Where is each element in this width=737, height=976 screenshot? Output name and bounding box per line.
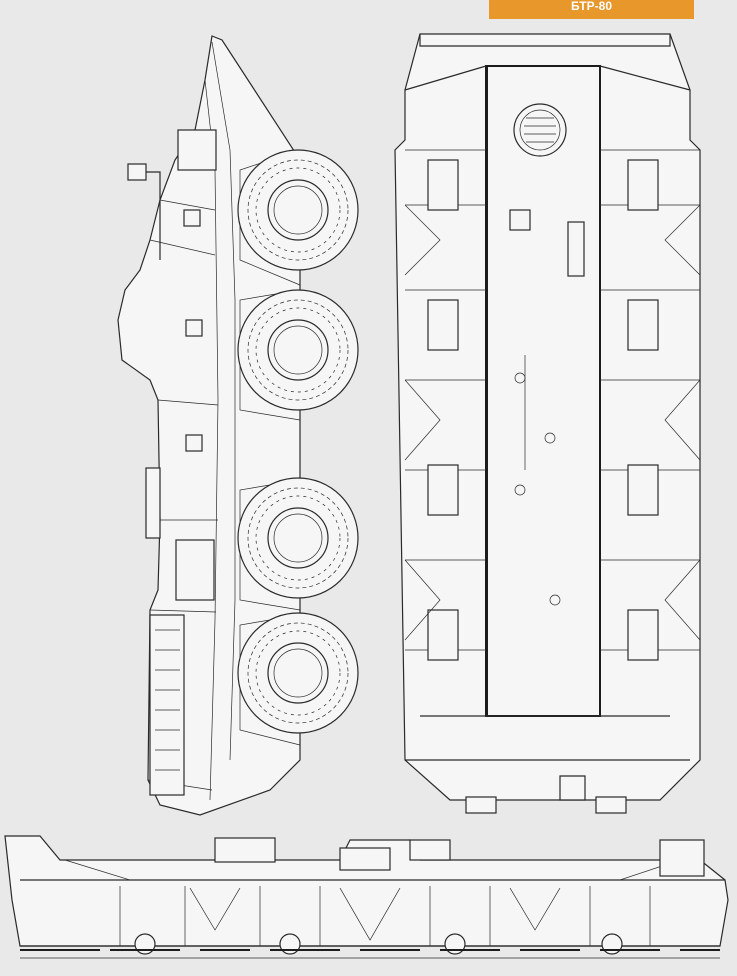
side-wheels: [237, 149, 359, 734]
top-hatch: [513, 103, 567, 157]
wheel-2: [237, 289, 359, 411]
top-view: [394, 33, 701, 814]
wheel-1: [237, 149, 359, 271]
wheel-3: [237, 477, 359, 599]
front-view: [4, 835, 729, 959]
wheel-4: [237, 612, 359, 734]
vehicle-name-tag: БТР-80: [489, 0, 694, 19]
side-turret: [177, 129, 217, 171]
